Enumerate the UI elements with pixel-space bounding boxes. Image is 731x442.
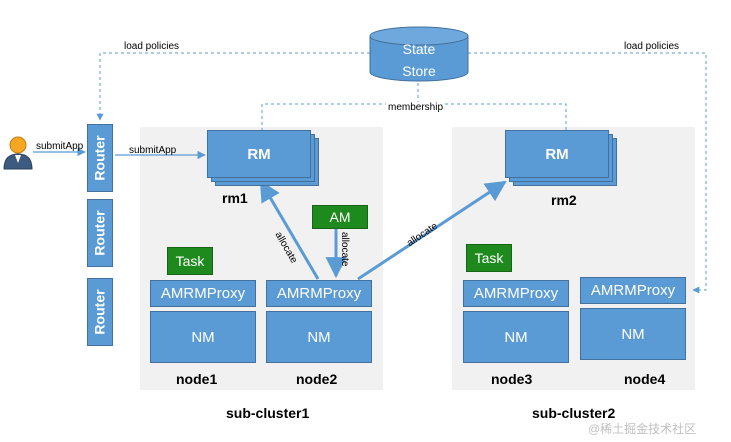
sub-cluster2-label: sub-cluster2 [532, 405, 616, 421]
membership-label: membership [386, 102, 446, 113]
node4-label: node4 [624, 371, 666, 387]
amrmproxy-4[interactable]: AMRMProxy [580, 277, 686, 304]
rm1-name: rm1 [222, 190, 248, 206]
amrmproxy-1[interactable]: AMRMProxy [150, 280, 256, 307]
am-box[interactable]: AM [312, 205, 368, 229]
router-2[interactable]: Router [87, 199, 113, 267]
submit-user-label: submitApp [36, 141, 84, 152]
node3-label: node3 [491, 371, 533, 387]
node1-label: node1 [176, 371, 218, 387]
nm-3[interactable]: NM [463, 311, 569, 363]
watermark: @稀土掘金技术社区 [588, 422, 697, 436]
allocate-rm2-line [357, 180, 507, 281]
allocate-rm1-line [259, 180, 320, 280]
state-store-label: State Store [402, 41, 436, 79]
load-policies-left-line [96, 52, 370, 121]
rm1-box[interactable]: RM [207, 130, 311, 178]
rm2-name: rm2 [551, 192, 577, 208]
load-policies-left-label: load policies [124, 41, 180, 52]
amrmproxy-2[interactable]: AMRMProxy [266, 280, 372, 307]
amrmproxy-3[interactable]: AMRMProxy [463, 280, 569, 307]
allocate-am-label: allocate [339, 232, 350, 267]
nm-4[interactable]: NM [580, 308, 686, 360]
node2-label: node2 [296, 371, 338, 387]
task-box-2[interactable]: Task [466, 244, 512, 272]
rm2-box[interactable]: RM [505, 130, 609, 178]
router-3[interactable]: Router [87, 278, 113, 346]
membership-line [261, 103, 567, 131]
nm-1[interactable]: NM [150, 311, 256, 363]
load-policies-right-line [468, 52, 707, 294]
nm-2[interactable]: NM [266, 311, 372, 363]
task-box-1[interactable]: Task [167, 247, 213, 275]
sub-cluster1-label: sub-cluster1 [226, 405, 310, 421]
router-1[interactable]: Router [87, 124, 113, 192]
load-policies-right-label: load policies [624, 41, 680, 52]
submit-router-label: submitApp [129, 145, 177, 156]
